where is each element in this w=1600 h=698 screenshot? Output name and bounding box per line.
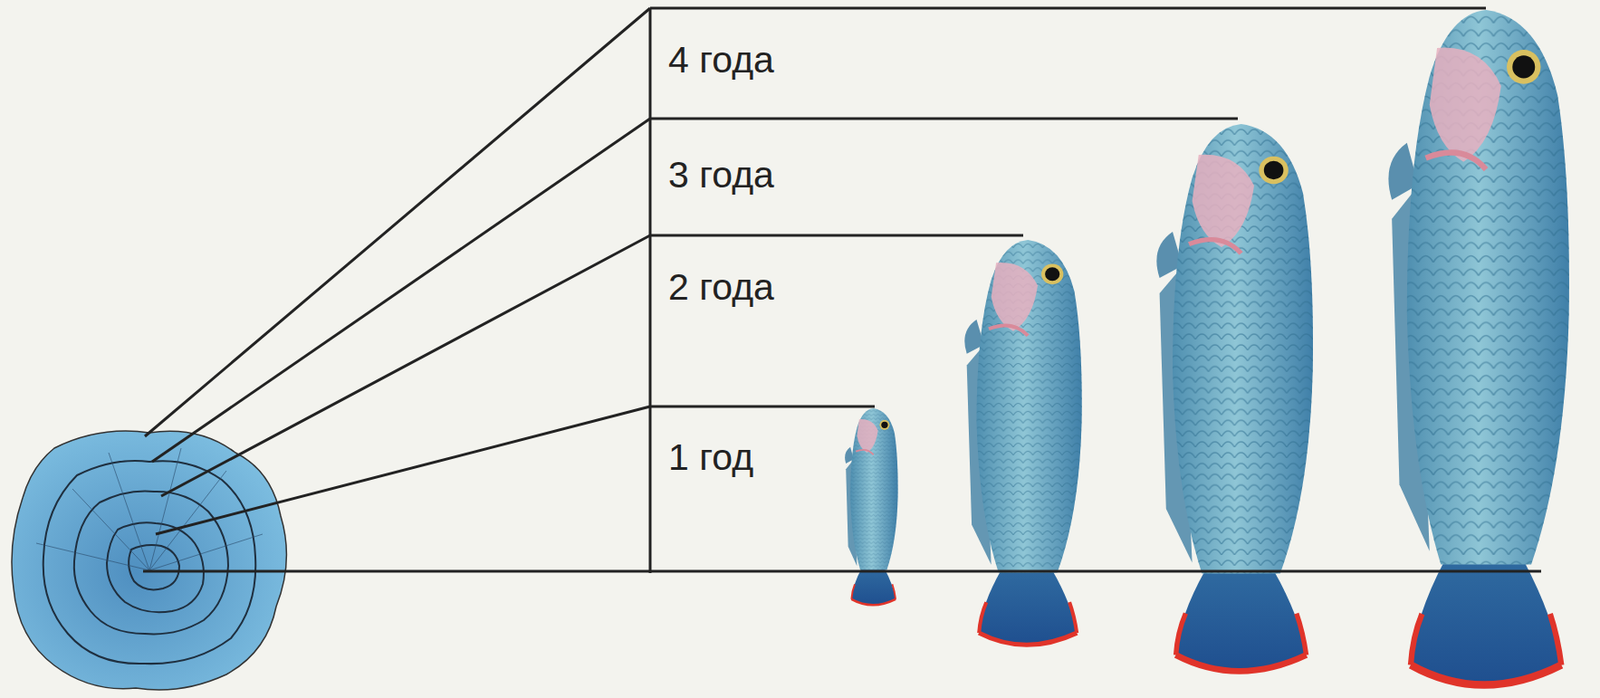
- age-label: 4 года: [668, 41, 775, 79]
- fish-scale: [11, 431, 287, 690]
- age-label: 2 года: [668, 268, 775, 307]
- fish: [1156, 124, 1313, 671]
- age-label: 1 год: [668, 439, 754, 477]
- baseline: [143, 570, 1542, 574]
- fish: [964, 239, 1082, 645]
- fish: [844, 408, 899, 605]
- age-label: 3 года: [668, 156, 775, 194]
- fish: [1388, 9, 1570, 686]
